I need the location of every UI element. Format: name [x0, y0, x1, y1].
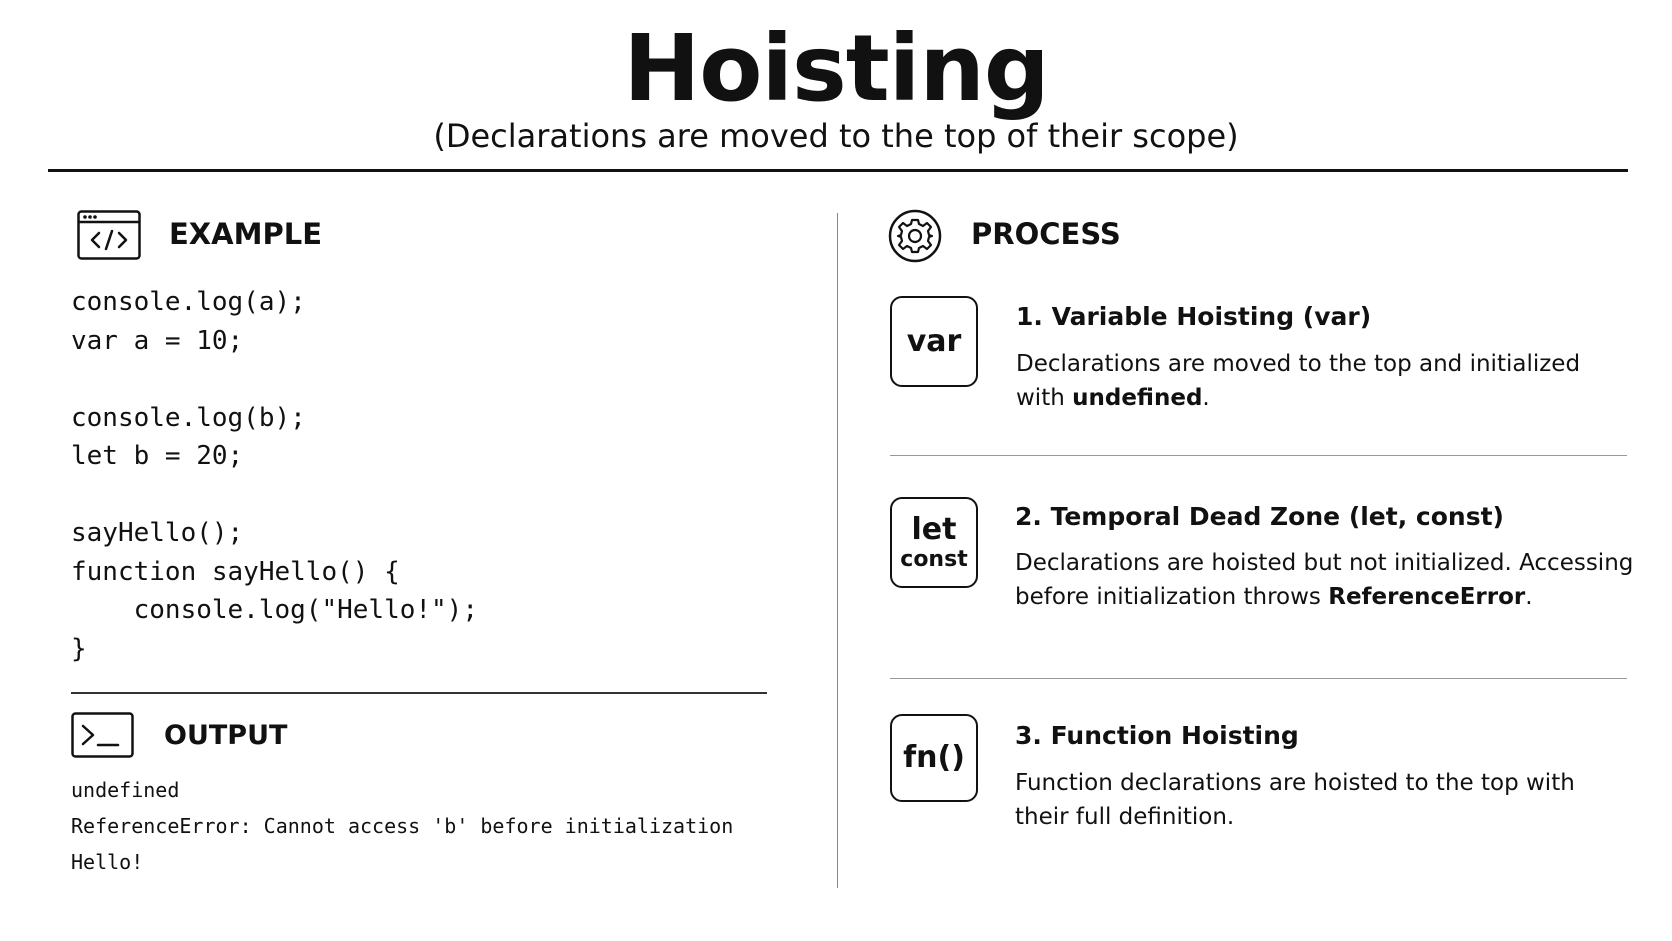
var-badge: var — [890, 296, 978, 387]
badge-sublabel: const — [900, 546, 968, 572]
badge-label: var — [906, 323, 962, 359]
step-divider — [890, 678, 1627, 679]
column-divider — [837, 213, 838, 888]
gear-icon — [888, 209, 942, 263]
process-heading: PROCESS — [971, 217, 1121, 251]
code-example: console.log(a); var a = 10; console.log(… — [71, 287, 478, 664]
code-window-icon — [77, 210, 141, 260]
step-title: 2. Temporal Dead Zone (let, const) — [1015, 502, 1504, 531]
example-divider — [71, 692, 767, 694]
let-const-badge: let const — [890, 497, 978, 588]
badge-label: let — [911, 511, 957, 547]
step-description: Function declarations are hoisted to the… — [1015, 770, 1575, 830]
step-divider — [890, 455, 1627, 456]
badge-label: fn() — [903, 740, 965, 775]
example-heading: EXAMPLE — [169, 217, 323, 251]
function-badge: fn() — [890, 714, 978, 802]
output-line: undefined — [71, 778, 180, 802]
output-line: ReferenceError: Cannot access 'b' before… — [71, 814, 734, 838]
step-title: 3. Function Hoisting — [1015, 721, 1299, 750]
output-line: Hello! — [71, 850, 144, 874]
header-divider — [48, 169, 1628, 172]
step-description: Declarations are moved to the top and in… — [1016, 351, 1581, 411]
step-description: Declarations are hoisted but not initial… — [1015, 550, 1634, 610]
page-subtitle: (Declarations are moved to the top of th… — [433, 117, 1239, 155]
page-title: Hoisting — [623, 15, 1049, 122]
output-lines: undefined ReferenceError: Cannot access … — [71, 772, 733, 880]
terminal-icon — [71, 712, 134, 758]
step-title: 1. Variable Hoisting (var) — [1016, 302, 1372, 331]
output-heading: OUTPUT — [164, 720, 288, 751]
